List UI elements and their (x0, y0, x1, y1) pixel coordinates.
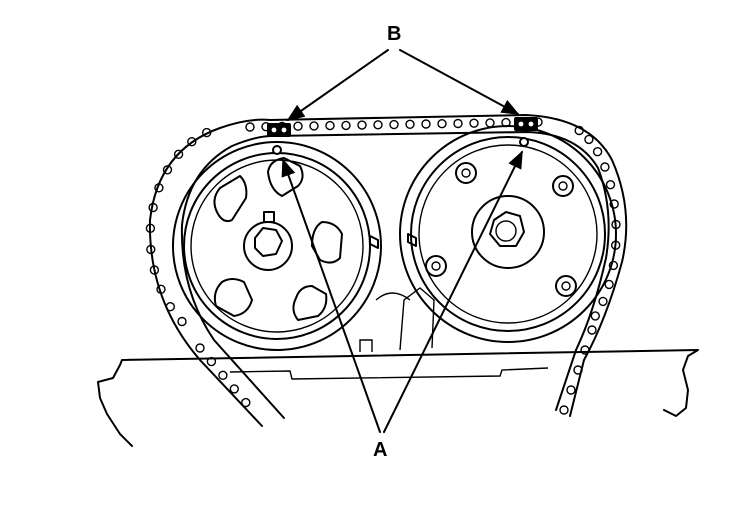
colored-plate-right (514, 117, 538, 131)
chain-roller (590, 311, 600, 321)
chain-roller (573, 365, 583, 375)
chain-roller (559, 405, 569, 415)
timing-chain (145, 114, 628, 427)
sprocket-bolt-holes (425, 162, 577, 297)
chain-roller (405, 119, 415, 130)
chain-roller (165, 302, 176, 312)
chain-roller (587, 325, 597, 335)
cylinder-head (97, 287, 699, 447)
chain-roller (453, 118, 463, 129)
chain-roller (177, 316, 187, 327)
chain-roller (598, 296, 608, 307)
chain-roller (604, 279, 614, 290)
cam-bolt (489, 211, 525, 247)
chain-roller (229, 384, 240, 394)
chain-roller (437, 118, 447, 129)
chain-roller (357, 120, 367, 130)
chain-roller (218, 370, 228, 380)
chain-roller (469, 118, 479, 128)
chain-roller (201, 127, 212, 138)
chain-roller (574, 125, 584, 136)
chain-roller (241, 397, 251, 408)
chain-roller (485, 118, 495, 128)
callout-arrow-b-right (399, 49, 520, 115)
chain-roller (245, 122, 255, 132)
chain-roller (325, 120, 335, 131)
chain-roller (156, 284, 166, 294)
chain-roller (600, 162, 610, 172)
chain-roller (154, 183, 164, 193)
chain-roller (580, 345, 590, 355)
center-bracket (369, 233, 417, 301)
chain-roller (145, 223, 156, 234)
sprocket-spokes (213, 157, 343, 321)
chain-roller (605, 179, 616, 190)
chain-roller (187, 136, 197, 147)
chain-roller (149, 265, 160, 275)
chain-roller (173, 149, 184, 160)
callout-arrow-b-left (286, 49, 389, 122)
callout-label-b: B (387, 23, 401, 45)
callout-arrow-a-right (383, 150, 523, 433)
chain-roller (293, 121, 303, 131)
cam-bolt (254, 227, 283, 257)
chain-roller (148, 202, 158, 213)
chain-roller (566, 385, 576, 395)
chain-roller (592, 146, 603, 157)
chain-roller (309, 121, 319, 131)
callout-label-a: A (373, 439, 387, 461)
timing-mark-right (519, 137, 529, 147)
callout-arrow-a-left (281, 158, 381, 433)
chain-roller (584, 134, 594, 145)
chain-roller (146, 244, 156, 255)
chain-roller (373, 120, 383, 130)
chain-roller (206, 356, 217, 367)
left-cam-sprocket (172, 141, 382, 351)
chain-roller (162, 165, 173, 175)
chain-roller (389, 119, 399, 130)
chain-roller (609, 199, 619, 209)
chain-roller (421, 119, 431, 129)
chain-roller (195, 343, 205, 353)
right-cam-sprocket (399, 125, 617, 343)
chain-roller (341, 120, 351, 131)
colored-plate-left (267, 123, 291, 137)
timing-mark-left (272, 145, 282, 155)
